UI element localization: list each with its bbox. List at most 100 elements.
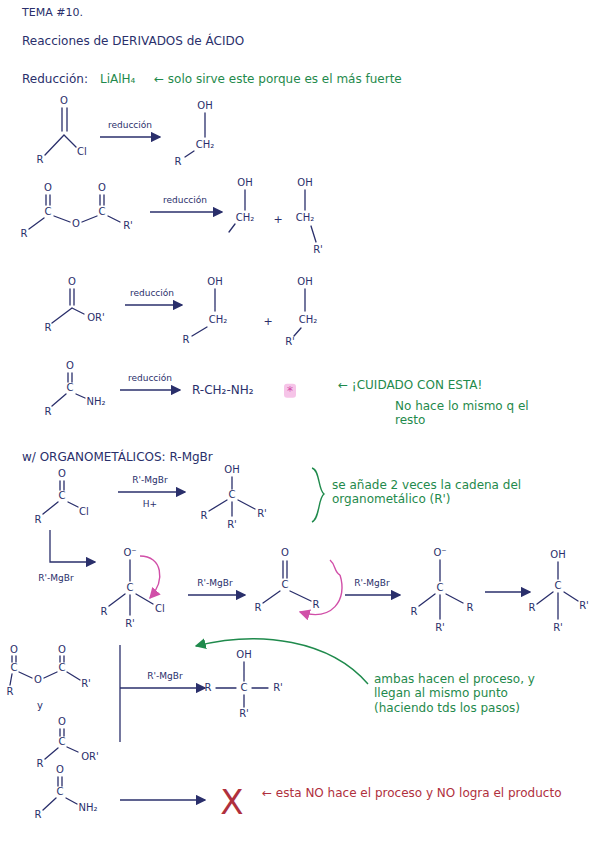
atom-label: C: [241, 682, 248, 694]
atom-label: O: [10, 644, 18, 656]
atom-label: CH₂: [209, 314, 228, 326]
bonds: [10, 108, 578, 810]
atom-label: R: [529, 602, 536, 614]
atom-label: O: [44, 182, 52, 194]
atom-label: Cl: [77, 146, 87, 158]
atom-label: OH: [224, 464, 239, 476]
atom-label: OH: [297, 177, 312, 189]
arrow-label: reducción: [163, 195, 207, 206]
arrow-label: reducción: [108, 120, 152, 131]
atom-label: R': [257, 508, 267, 520]
note-text: LiAlH₄: [100, 72, 135, 86]
atom-label: R: [411, 606, 418, 618]
atom-label: O: [66, 360, 74, 372]
note-text: ambas hacen el proceso, y llegan al mism…: [374, 672, 546, 715]
atom-label: y: [37, 700, 43, 712]
atom-label: OH: [297, 276, 312, 288]
atom-label: R: [37, 154, 44, 166]
atom-label: C: [57, 786, 64, 798]
atom-label: R: [175, 156, 182, 168]
atom-label: R: [7, 686, 14, 698]
atom-label: R': [313, 244, 323, 256]
atom-label: C: [59, 736, 66, 748]
atom-label: CH₂: [296, 212, 315, 224]
atom-label: R': [579, 600, 589, 612]
note-text: ← solo sirve este porque es el más fuert…: [154, 72, 402, 86]
atom-label: R': [81, 678, 91, 690]
atom-label: R': [285, 336, 295, 348]
arrow-label: R'-MgBr: [38, 573, 73, 584]
atom-label: OH: [237, 177, 252, 189]
atom-label: O: [281, 547, 289, 559]
note-text: R-CH₂-NH₂: [192, 383, 254, 397]
atom-label: CH₂: [196, 139, 215, 151]
atom-label: OR': [81, 751, 99, 763]
atom-label: +: [263, 315, 272, 328]
atom-label: R: [37, 758, 44, 770]
atom-label: O: [58, 716, 66, 728]
note-text: Reacciones de DERIVADOS de ÁCIDO: [22, 34, 244, 48]
atom-label: Cl: [79, 506, 89, 518]
atom-label: R': [435, 622, 445, 634]
atom-label: O: [58, 644, 66, 656]
note-text: ← esta NO hace el proceso y NO logra el …: [262, 786, 580, 800]
atom-label: C: [59, 662, 66, 674]
atom-label: O: [72, 218, 80, 230]
atom-label: R: [35, 809, 42, 821]
atom-label: NH₂: [86, 396, 105, 408]
atom-label: O: [56, 764, 64, 776]
arrow-label: reducción: [128, 373, 172, 384]
atom-label: R: [201, 510, 208, 522]
arrow-label: R'-MgBr: [147, 671, 182, 682]
atom-label: R': [123, 220, 133, 232]
reaction-arrows: [50, 137, 530, 800]
atom-label: R': [553, 622, 563, 634]
atom-label: OH: [236, 649, 251, 661]
arrow-label: reducción: [130, 288, 174, 299]
atom-label: C: [45, 206, 52, 218]
atom-label: CH₂: [236, 212, 255, 224]
atom-label: C: [99, 206, 106, 218]
atom-label: NH₂: [78, 802, 97, 814]
note-text: No hace lo mismo q el resto: [395, 399, 545, 428]
arrow-label: H+: [143, 499, 157, 510]
page-title: TEMA #10.: [22, 6, 83, 19]
atom-label: O⁻: [123, 547, 136, 559]
atom-label: R: [183, 334, 190, 346]
arrow-label: R'-MgBr: [354, 578, 389, 589]
atom-label: R: [205, 682, 212, 694]
atom-label: C: [67, 382, 74, 394]
atom-label: R: [35, 514, 42, 526]
atom-label: C: [282, 579, 289, 591]
atom-label: O: [68, 276, 76, 288]
atom-label: C: [437, 582, 444, 594]
atom-label: C: [229, 489, 236, 501]
curved-arrows: [140, 556, 342, 614]
atom-label: OH: [550, 549, 565, 561]
atom-label: OH: [197, 100, 212, 112]
atom-label: R: [45, 322, 52, 334]
atom-label: R': [125, 618, 135, 630]
atom-label: O: [60, 95, 68, 107]
atom-label: R': [227, 519, 237, 531]
atom-label: +: [273, 213, 282, 226]
atom-label: O: [98, 182, 106, 194]
note-text: Reducción:: [22, 72, 88, 86]
atom-label: C: [59, 490, 66, 502]
atom-label: CH₂: [299, 314, 318, 326]
note-text: *: [284, 384, 296, 398]
atom-label: R: [101, 606, 108, 618]
atom-label: C: [127, 582, 134, 594]
atom-label: R': [273, 682, 283, 694]
atom-label: R: [21, 228, 28, 240]
atom-label: R: [467, 602, 474, 614]
note-text: X: [220, 782, 243, 823]
atom-label: OR': [87, 312, 105, 324]
atom-label: C: [11, 662, 18, 674]
atom-label: R': [239, 708, 249, 720]
arrow-label: R'-MgBr: [132, 475, 167, 486]
atom-label: C: [555, 580, 562, 592]
note-text: ← ¡CUIDADO CON ESTA!: [338, 378, 482, 392]
atom-label: R: [255, 602, 262, 614]
